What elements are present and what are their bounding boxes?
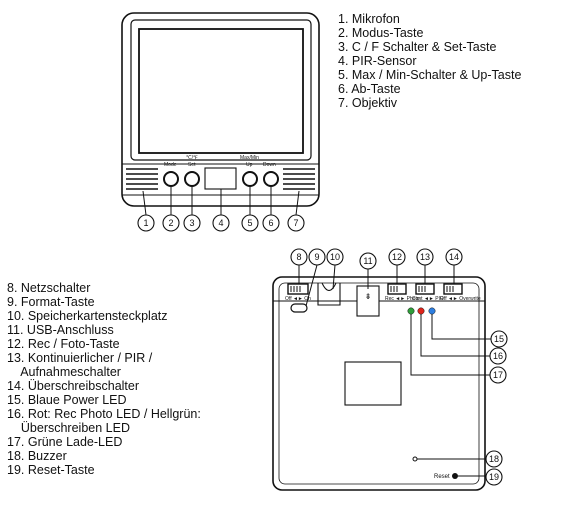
set-button[interactable] xyxy=(184,171,200,187)
svg-text:8: 8 xyxy=(296,252,301,262)
back-view: Off ◄► On ⇟ Rec ◄► Photo Cont ◄► PIR Off… xyxy=(272,248,508,491)
legend-item: 17. Grüne Lade-LED xyxy=(7,435,123,449)
up-button[interactable] xyxy=(242,171,258,187)
callout-18: 18 xyxy=(485,450,503,468)
legend-item: 4. PIR-Sensor xyxy=(338,54,417,68)
up-label: Up xyxy=(246,162,253,168)
front-view: Mode ℃/℉ Set Max/Min Up Down 1 2 3 4 5 6… xyxy=(121,12,320,232)
legend-item: 19. Reset-Taste xyxy=(7,463,95,477)
svg-text:6: 6 xyxy=(268,218,273,228)
pir-sensor xyxy=(204,167,237,190)
reset-button[interactable] xyxy=(452,473,458,479)
legend-item: Aufnahmeschalter xyxy=(7,365,121,379)
rec-photo-label: Rec ◄► Photo xyxy=(385,296,420,302)
svg-text:11: 11 xyxy=(363,256,372,266)
maxmin-label: Max/Min xyxy=(240,155,259,161)
legend-item: 13. Kontinuierlicher / PIR / xyxy=(7,351,153,365)
legend-item: 1. Mikrofon xyxy=(338,12,400,26)
set-label: Set xyxy=(188,162,196,168)
callout-12: 12 xyxy=(388,248,406,266)
callout-8: 8 xyxy=(290,248,308,266)
svg-text:1: 1 xyxy=(143,218,148,228)
label-plate xyxy=(344,361,402,406)
legend-item: Überschreiben LED xyxy=(7,421,130,435)
legend-item: 16. Rot: Rec Photo LED / Hellgrün: xyxy=(7,407,201,421)
legend-item: 18. Buzzer xyxy=(7,449,67,463)
callout-14: 14 xyxy=(445,248,463,266)
callout-16: 16 xyxy=(489,347,507,365)
svg-text:2: 2 xyxy=(168,218,173,228)
callout-19: 19 xyxy=(485,468,503,486)
svg-text:14: 14 xyxy=(449,252,459,262)
power-switch-label: Off ◄► On xyxy=(285,296,311,302)
legend-item: 9. Format-Taste xyxy=(7,295,95,309)
red-rec-photo-led xyxy=(417,307,425,315)
cf-label: ℃/℉ xyxy=(186,155,198,161)
callout-9: 9 xyxy=(308,248,326,266)
callout-2: 2 xyxy=(162,214,180,232)
legend-item: 11. USB-Anschluss xyxy=(7,323,114,337)
legend-item: 2. Modus-Taste xyxy=(338,26,424,40)
legend-item: 7. Objektiv xyxy=(338,96,398,110)
svg-text:⇟: ⇟ xyxy=(365,292,372,301)
legend-item: 10. Speicherkartensteckplatz xyxy=(7,309,168,323)
legend-item: 3. C / F Schalter & Set-Taste xyxy=(338,40,497,54)
svg-text:16: 16 xyxy=(493,351,503,361)
format-button[interactable] xyxy=(290,303,308,313)
down-label: Down xyxy=(263,162,276,168)
svg-text:12: 12 xyxy=(392,252,402,262)
cont-pir-label: Cont ◄► PIR xyxy=(412,296,444,302)
callout-6: 6 xyxy=(262,214,280,232)
svg-text:9: 9 xyxy=(314,252,319,262)
callout-11: 11 xyxy=(359,252,377,270)
svg-text:5: 5 xyxy=(247,218,252,228)
power-switch[interactable] xyxy=(287,283,309,295)
card-slot xyxy=(317,283,341,306)
blue-power-led xyxy=(428,307,436,315)
callout-13: 13 xyxy=(416,248,434,266)
callout-15: 15 xyxy=(490,330,508,348)
callout-1: 1 xyxy=(137,214,155,232)
callout-10: 10 xyxy=(326,248,344,266)
down-button[interactable] xyxy=(263,171,279,187)
svg-text:7: 7 xyxy=(293,218,298,228)
mode-label: Mode xyxy=(164,162,177,168)
legend-item: 8. Netzschalter xyxy=(7,281,91,295)
display-screen xyxy=(138,28,304,154)
callout-7: 7 xyxy=(287,214,305,232)
svg-text:17: 17 xyxy=(493,370,503,380)
legend-back-components: 8. Netzschalter 9. Format-Taste 10. Spei… xyxy=(7,281,201,477)
svg-text:3: 3 xyxy=(189,218,194,228)
legend-item: 15. Blaue Power LED xyxy=(7,393,127,407)
legend-item: 5. Max / Min-Schalter & Up-Taste xyxy=(338,68,522,82)
overwrite-label: Off ◄► Overwrite xyxy=(440,296,481,302)
svg-text:13: 13 xyxy=(420,252,430,262)
callout-17: 17 xyxy=(489,366,507,384)
lens-grille xyxy=(283,168,315,190)
microphone-grille xyxy=(126,168,158,190)
legend-front-components: 1. Mikrofon 2. Modus-Taste 3. C / F Scha… xyxy=(338,12,521,110)
legend-item: 12. Rec / Foto-Taste xyxy=(7,337,120,351)
green-charge-led xyxy=(407,307,415,315)
svg-text:19: 19 xyxy=(489,472,499,482)
usb-port[interactable] xyxy=(356,285,380,317)
reset-label: Reset xyxy=(434,474,450,480)
callout-5: 5 xyxy=(241,214,259,232)
callout-3: 3 xyxy=(183,214,201,232)
svg-text:18: 18 xyxy=(489,454,499,464)
svg-text:15: 15 xyxy=(494,334,504,344)
callout-4: 4 xyxy=(212,214,230,232)
screen-bezel xyxy=(130,19,312,161)
mode-button[interactable] xyxy=(163,171,179,187)
svg-text:10: 10 xyxy=(330,252,340,262)
buzzer xyxy=(412,456,418,462)
legend-item: 14. Überschreibschalter xyxy=(7,379,140,393)
svg-text:4: 4 xyxy=(218,218,223,228)
legend-item: 6. Ab-Taste xyxy=(338,82,401,96)
